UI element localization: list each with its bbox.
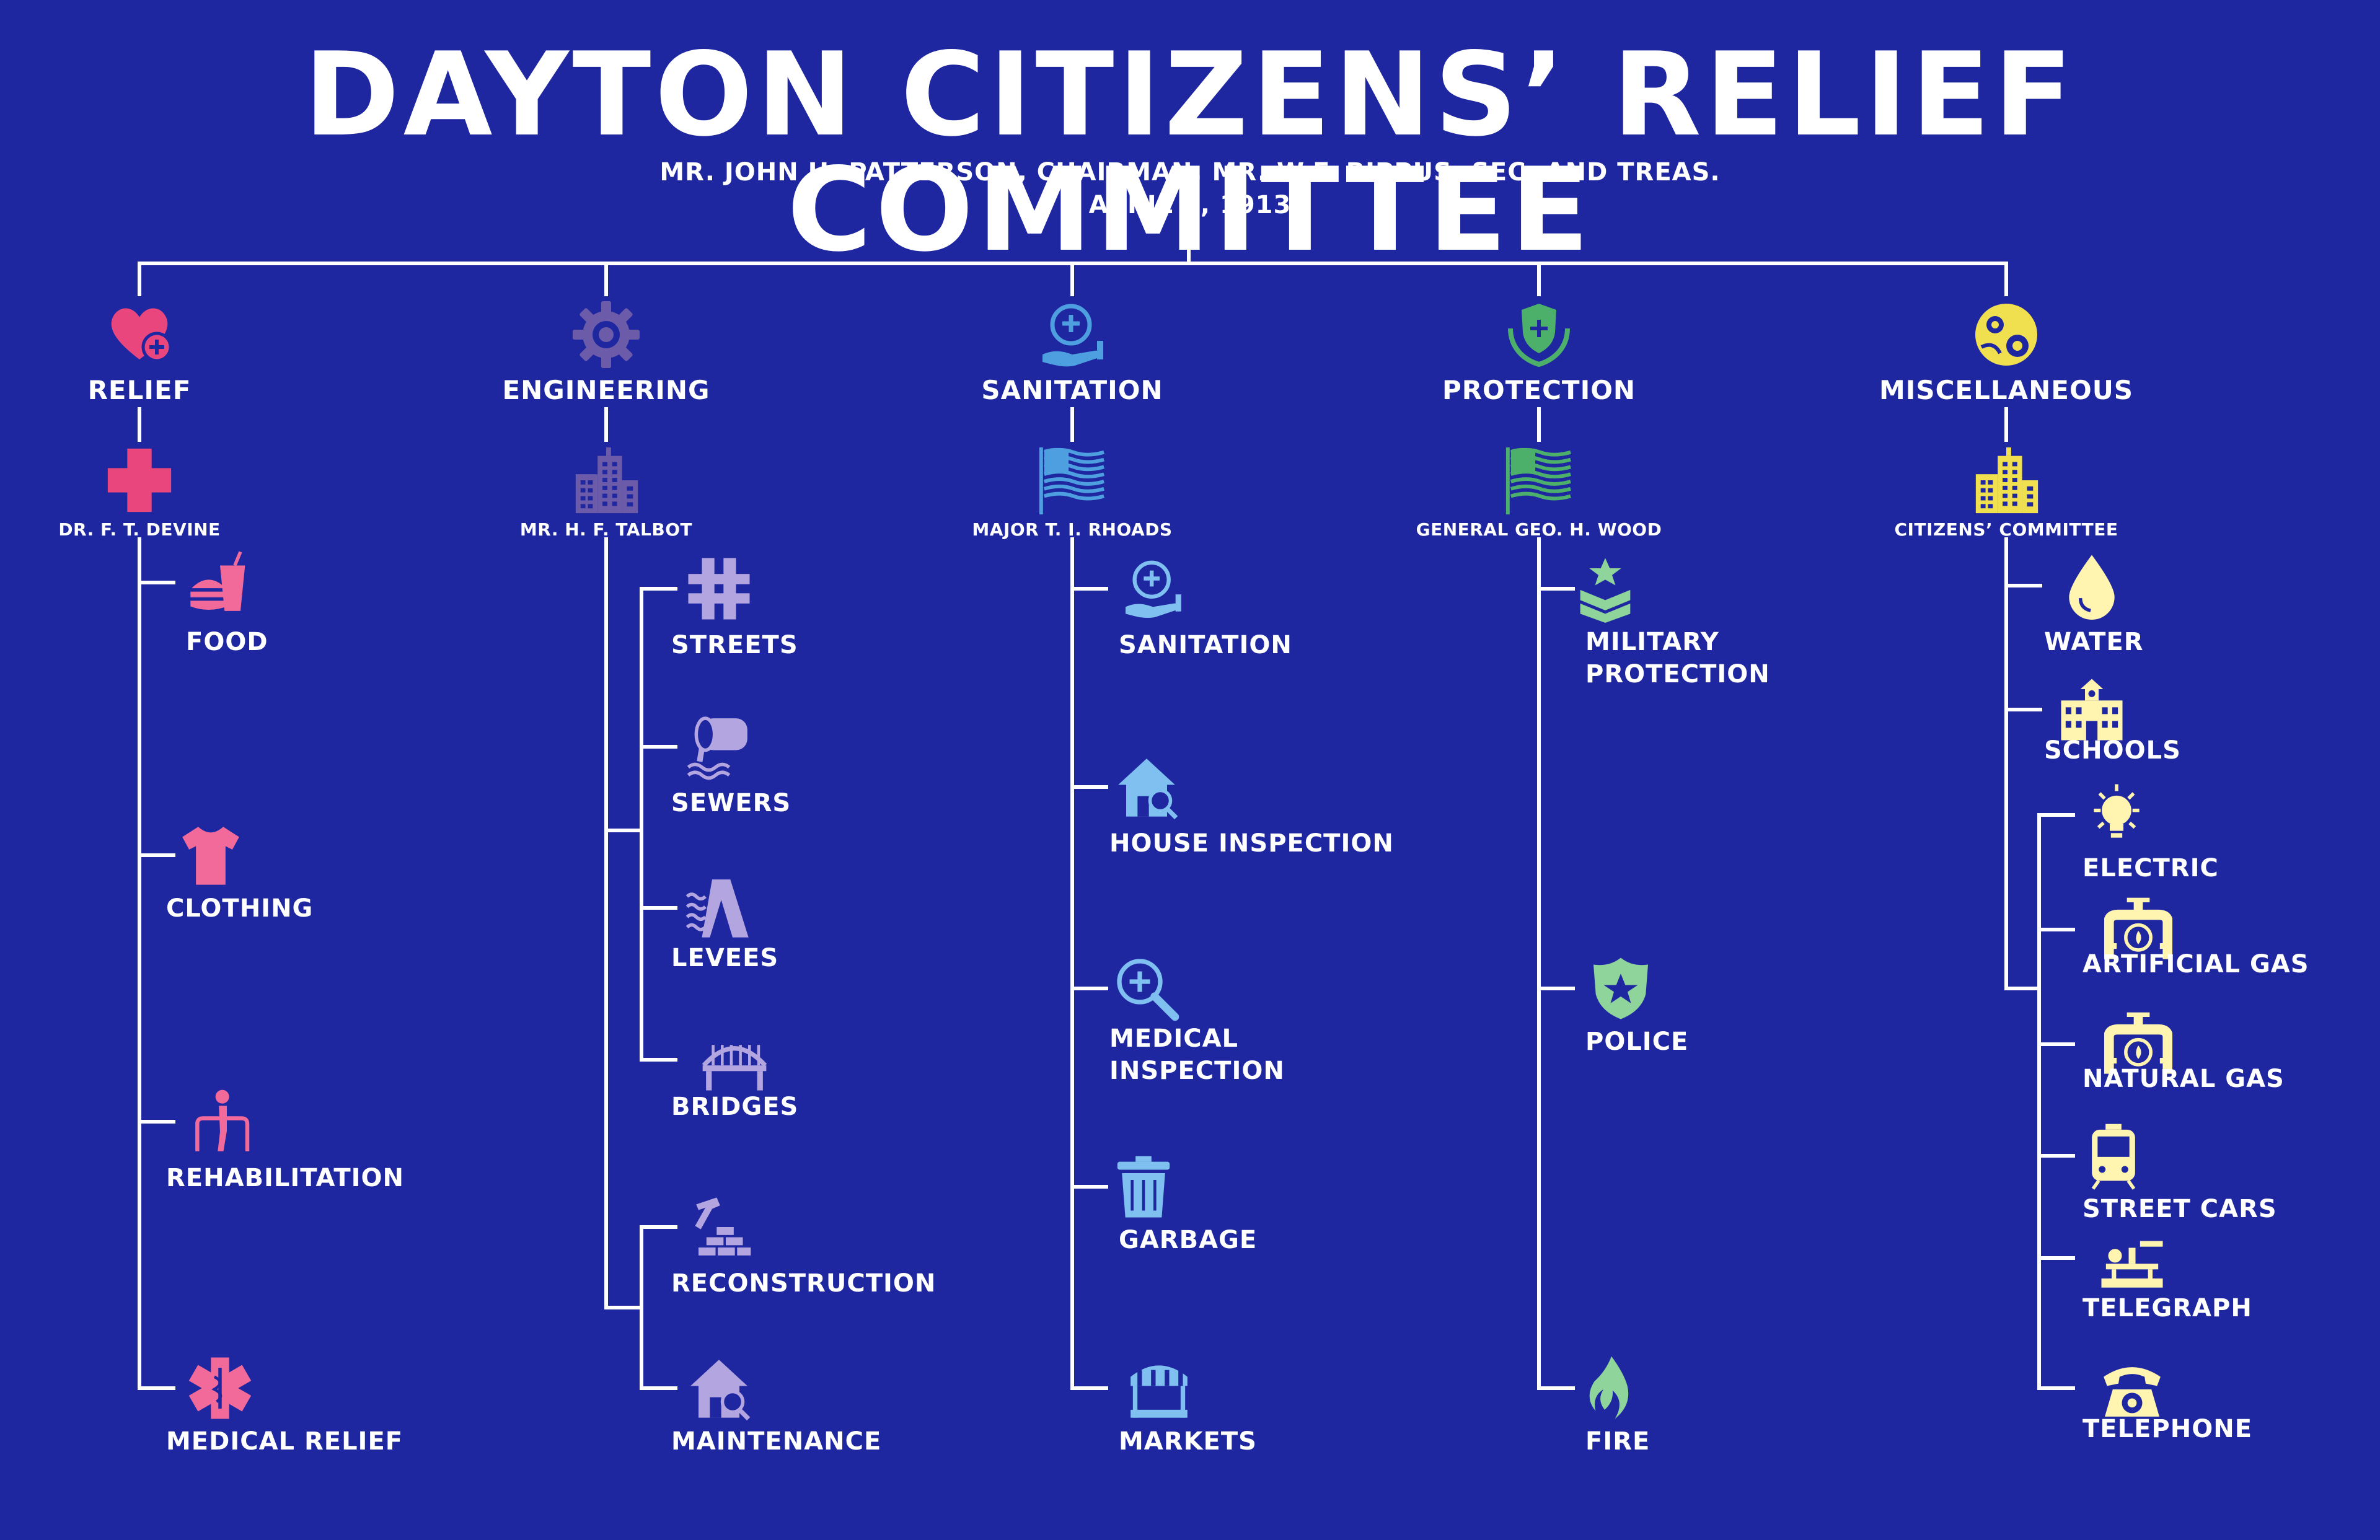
office-buildings-icon <box>1970 444 2043 519</box>
item-label-military-protection: MILITARY PROTECTION <box>1585 628 1770 689</box>
item-label-fire: FIRE <box>1585 1427 1651 1456</box>
item-label-telephone: TELEPHONE <box>2082 1415 2253 1443</box>
item-label-house-inspection: HOUSE INSPECTION <box>1109 829 1394 858</box>
department-label-miscellaneous: MISCELLANEOUS <box>1879 375 2134 405</box>
chart-subtitle: MR. JOHN H. PATTERSON, CHAIRMAN, MR. W.F… <box>659 158 1721 187</box>
item-label-street-cars: STREET CARS <box>2082 1195 2277 1223</box>
department-label-relief: RELIEF <box>87 375 192 405</box>
item-label-markets: MARKETS <box>1119 1427 1257 1456</box>
item-label-electric: ELECTRIC <box>2082 854 2219 882</box>
house-search-icon <box>685 1354 753 1425</box>
military-rank-icon <box>1571 555 1639 625</box>
department-label-protection: PROTECTION <box>1442 375 1636 405</box>
item-label-food: FOOD <box>186 628 268 656</box>
gear-icon <box>569 297 643 374</box>
telegraph-key-icon <box>2098 1224 2166 1295</box>
item-label-sewers: SEWERS <box>671 789 791 817</box>
gas-pipe-icon <box>2104 895 2173 966</box>
house-search-icon <box>1113 753 1181 824</box>
shield-hands-icon <box>1502 297 1576 374</box>
item-label-reconstruction: RECONSTRUCTION <box>671 1269 937 1298</box>
star-of-life-icon <box>186 1354 254 1425</box>
department-head-miscellaneous: CITIZENS’ COMMITTEE <box>1894 519 2118 540</box>
walker-icon <box>186 1088 254 1158</box>
chart-title: DAYTON CITIZENS’ RELIEF COMMITTEE <box>304 27 2076 277</box>
fast-food-icon <box>186 548 254 619</box>
flame-icon <box>1577 1354 1646 1425</box>
chart-date: APRIL 4, 1913 <box>1088 191 1292 219</box>
gears-globe-icon <box>1969 297 2043 374</box>
department-head-sanitation: MAJOR T. I. RHOADS <box>972 519 1173 540</box>
office-buildings-icon <box>570 444 643 519</box>
item-label-maintenance: MAINTENANCE <box>671 1427 882 1456</box>
hand-sanitizer-icon <box>1119 555 1187 625</box>
item-label-water: WATER <box>2044 628 2144 656</box>
item-label-bridges: BRIDGES <box>671 1093 799 1121</box>
item-label-artificial-gas: ARTIFICIAL GAS <box>2082 950 2309 979</box>
item-label-medical-relief: MEDICAL RELIEF <box>166 1427 403 1456</box>
department-label-engineering: ENGINEERING <box>502 375 710 405</box>
item-label-police: POLICE <box>1585 1027 1689 1056</box>
gas-pipe-icon <box>2104 1010 2173 1081</box>
us-flag-icon <box>1502 444 1576 519</box>
police-badge-icon <box>1587 954 1655 1025</box>
department-head-relief: DR. F. T. DEVINE <box>58 519 221 540</box>
telephone-icon <box>2098 1354 2166 1425</box>
item-label-sanitation: SANITATION <box>1119 631 1292 659</box>
drain-pipe-icon <box>685 713 753 783</box>
t-shirt-icon <box>177 821 245 892</box>
school-building-icon <box>2058 675 2126 746</box>
item-label-medical-inspection: MEDICAL INSPECTION <box>1109 1024 1285 1085</box>
trash-can-icon <box>1109 1153 1178 1223</box>
medical-magnifier-icon <box>1113 954 1181 1025</box>
department-label-sanitation: SANITATION <box>981 375 1163 405</box>
item-label-telegraph: TELEGRAPH <box>2082 1294 2252 1322</box>
department-head-protection: GENERAL GEO. H. WOOD <box>1416 519 1662 540</box>
heart-plus-icon <box>102 297 177 374</box>
item-label-garbage: GARBAGE <box>1119 1226 1258 1254</box>
us-flag-icon <box>1036 444 1109 519</box>
market-stall-icon <box>1125 1354 1193 1425</box>
department-head-engineering: MR. H. F. TALBOT <box>519 519 693 540</box>
item-label-schools: SCHOOLS <box>2044 736 2181 765</box>
water-drop-icon <box>2058 552 2126 622</box>
item-label-natural-gas: NATURAL GAS <box>2082 1065 2285 1093</box>
hammer-bricks-icon <box>685 1193 753 1264</box>
item-label-levees: LEVEES <box>671 944 779 972</box>
hand-sanitizer-icon <box>1035 297 1109 374</box>
item-label-clothing: CLOTHING <box>166 894 314 923</box>
road-intersection-icon <box>685 555 753 625</box>
light-bulb-icon <box>2082 781 2151 851</box>
medical-cross-icon <box>103 444 176 519</box>
tram-icon <box>2079 1122 2148 1192</box>
bridge-icon <box>700 1026 769 1096</box>
levee-wall-icon <box>685 874 753 944</box>
item-label-rehabilitation: REHABILITATION <box>166 1164 404 1192</box>
item-label-streets: STREETS <box>671 631 798 659</box>
